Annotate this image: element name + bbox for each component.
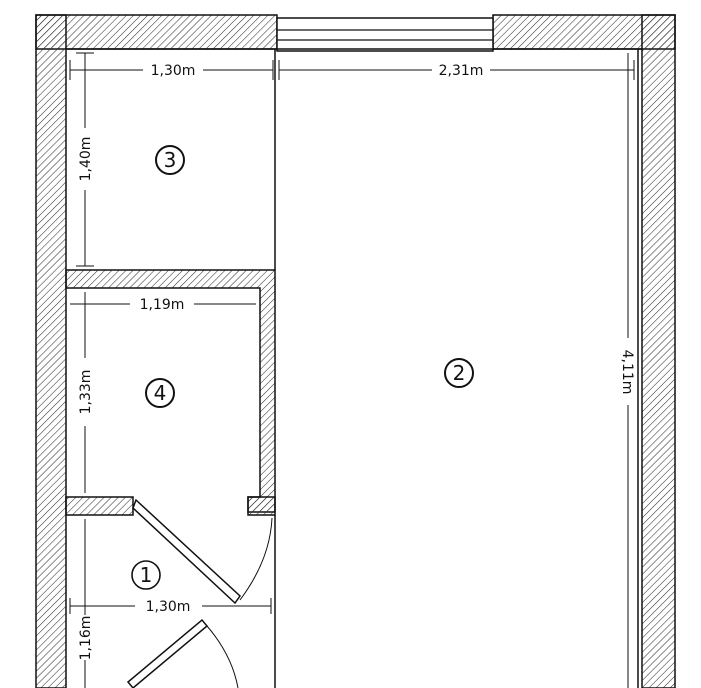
wall-left	[35, 14, 67, 688]
wall-top-left	[35, 14, 278, 50]
dim-room4-height: 1,33m	[78, 370, 94, 415]
dim-room3-height: 1,40m	[78, 137, 94, 182]
outer-walls	[35, 14, 676, 688]
room-label-4: 4	[154, 381, 167, 405]
dimension-lines	[69, 52, 635, 688]
room-marker-1: 1	[131, 560, 161, 590]
dim-room2-height: 4,11m	[619, 350, 635, 395]
room-marker-3: 3	[155, 145, 185, 175]
interior-lines	[66, 48, 642, 688]
wall-right	[641, 14, 676, 688]
room-label-3: 3	[164, 148, 177, 172]
dim-room1-width: 1,30m	[146, 599, 191, 615]
room-label-1: 1	[140, 563, 153, 587]
dim-room2-width: 2,31m	[439, 63, 484, 79]
room-marker-2: 2	[444, 358, 474, 388]
wall-door-jamb	[247, 496, 276, 516]
door-room1	[126, 618, 239, 688]
room-marker-4: 4	[145, 378, 175, 408]
dim-room1-height: 1,16m	[78, 616, 94, 661]
room-label-2: 2	[453, 361, 466, 385]
dim-room3-width: 1,30m	[151, 63, 196, 79]
door-room4	[132, 498, 273, 605]
dim-room4-width: 1,19m	[140, 297, 185, 313]
wall-room4-room1	[65, 496, 134, 516]
window	[276, 17, 494, 52]
